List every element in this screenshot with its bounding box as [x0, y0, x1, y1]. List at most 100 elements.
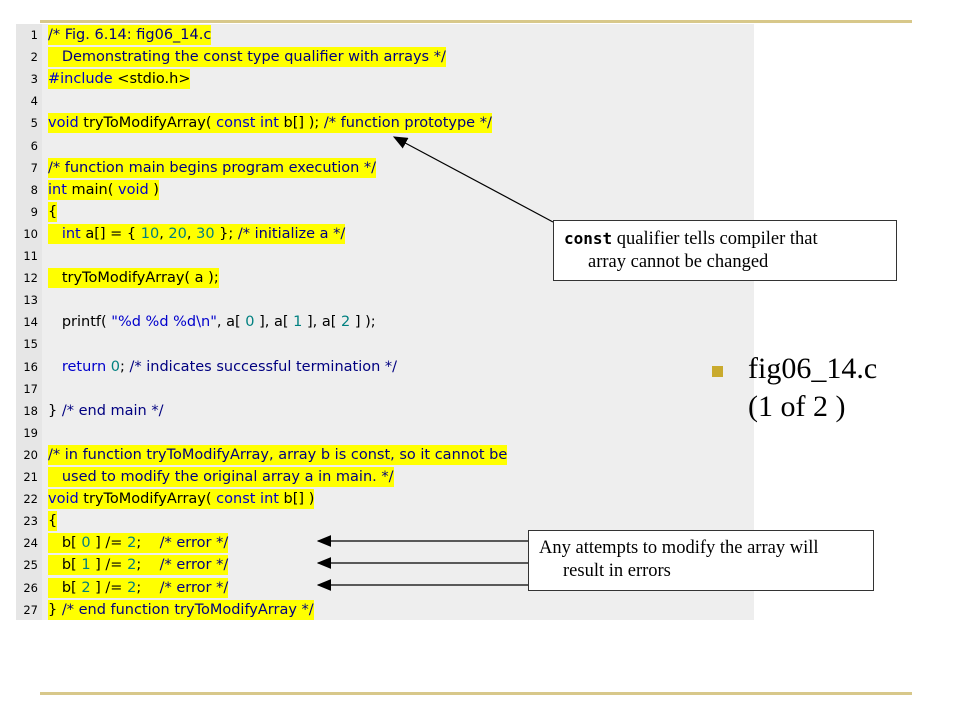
code-token: b[	[48, 579, 82, 596]
code-token: 0	[110, 358, 121, 375]
code-token: b[] )	[278, 491, 315, 508]
code-token: ] /=	[90, 579, 128, 596]
line-number: 26	[23, 580, 38, 595]
code-token: ;	[136, 535, 160, 552]
code-token: )	[148, 181, 159, 198]
page-indicator: (1 of 2 )	[748, 390, 846, 423]
code-token: 20	[168, 225, 187, 242]
code-token: {	[48, 513, 58, 530]
code-line: 10 int a[] = { 10, 20, 30 }; /* initiali…	[16, 223, 754, 245]
code-token: ;	[136, 557, 160, 574]
code-token: /* in function tryToModifyArray, array b…	[48, 446, 508, 463]
line-number: 18	[23, 403, 38, 418]
line-number: 23	[23, 514, 38, 529]
code-text: } /* end main */	[48, 401, 164, 421]
callout-const-text-1: qualifier tells compiler that	[612, 229, 818, 249]
code-line: 24 b[ 0 ] /= 2; /* error */	[16, 532, 754, 554]
code-line: 5 void tryToModifyArray( const int b[] );…	[16, 112, 754, 134]
code-token: ], a[	[254, 314, 294, 331]
code-token: printf(	[48, 314, 112, 331]
code-line: 27} /* end function tryToModifyArray */	[16, 599, 754, 621]
code-token: 30	[196, 225, 215, 242]
code-token: ] /=	[90, 557, 128, 574]
code-text: Demonstrating the const type qualifier w…	[48, 47, 446, 68]
code-token: main(	[66, 181, 119, 198]
code-text: b[ 0 ] /= 2; /* error */	[48, 533, 229, 554]
code-line: 17	[16, 378, 754, 400]
code-token: ] /=	[90, 535, 128, 552]
code-token: tryToModifyArray(	[78, 491, 217, 508]
code-token: 10	[140, 225, 160, 242]
line-number: 15	[23, 337, 38, 352]
code-token: tryToModifyArray( a );	[48, 270, 219, 287]
top-rule	[40, 20, 912, 23]
code-line: 13	[16, 289, 754, 311]
code-text: b[ 1 ] /= 2; /* error */	[48, 555, 229, 576]
code-token: int	[61, 225, 81, 242]
square-bullet-icon	[712, 366, 723, 377]
line-number: 20	[23, 447, 38, 462]
line-number: 11	[23, 249, 38, 263]
code-line: 6	[16, 135, 754, 157]
code-text: return 0; /* indicates successful termin…	[48, 357, 397, 377]
code-token: };	[214, 225, 238, 242]
code-token: /* end main */	[61, 402, 164, 419]
code-token	[48, 226, 62, 242]
code-token: /* error */	[159, 579, 229, 596]
line-number: 5	[30, 116, 38, 131]
code-token: 1	[293, 314, 303, 331]
code-token: return	[61, 358, 107, 375]
line-number: 19	[23, 425, 38, 440]
code-text: /* function main begins program executio…	[48, 157, 377, 178]
code-token: void	[48, 115, 79, 132]
callout-errors-text-2: result in errors	[563, 561, 671, 581]
code-token: "%d %d %d\n"	[111, 314, 217, 331]
code-token: /* initialize a */	[237, 225, 346, 242]
code-token: int	[48, 181, 67, 198]
code-listing: 1 /* Fig. 6.14: fig06_14.c 2 Demonstrating…	[16, 24, 754, 620]
line-number: 12	[23, 271, 38, 286]
code-text: } /* end function tryToModifyArray */	[48, 599, 314, 620]
code-text: /* in function tryToModifyArray, array b…	[48, 444, 508, 465]
code-line: 4	[16, 90, 754, 112]
code-text: tryToModifyArray( a );	[48, 268, 219, 289]
code-text: used to modify the original array a in m…	[48, 467, 394, 487]
code-text: printf( "%d %d %d\n", a[ 0 ], a[ 1 ], a[…	[48, 312, 376, 332]
line-number: 4	[30, 94, 38, 109]
line-number: 3	[30, 72, 38, 87]
code-token: <stdio.h>	[117, 71, 191, 88]
callout-modify-errors: Any attempts to modify the array will re…	[528, 530, 874, 591]
code-text: /* Fig. 6.14: fig06_14.c	[48, 25, 212, 45]
line-number: 24	[23, 536, 38, 551]
code-line: 1 /* Fig. 6.14: fig06_14.c	[16, 24, 754, 46]
code-text: {	[48, 511, 58, 532]
line-number: 25	[23, 558, 38, 573]
code-line: 2 Demonstrating the const type qualifier…	[16, 46, 754, 68]
code-token: {	[48, 203, 58, 220]
code-token: , a[	[216, 314, 246, 331]
code-line: 7/* function main begins program executi…	[16, 157, 754, 179]
code-token: 2	[127, 557, 137, 574]
code-token: ;	[120, 358, 130, 375]
code-token: b[	[48, 535, 82, 552]
code-line: 16 return 0; /* indicates successful ter…	[16, 356, 754, 378]
code-token: /* Fig. 6.14: fig06_14.c	[48, 27, 212, 43]
code-text: b[ 2 ] /= 2; /* error */	[48, 577, 229, 598]
line-number: 1	[30, 28, 38, 42]
code-line: 25 b[ 1 ] /= 2; /* error */	[16, 554, 754, 576]
line-number: 2	[30, 50, 38, 65]
code-line: 12 tryToModifyArray( a );	[16, 267, 754, 289]
code-token: /* error */	[159, 535, 229, 552]
code-token: 0	[245, 314, 255, 331]
code-token: Demonstrating the const type qualifier w…	[48, 49, 446, 66]
code-token: }	[48, 402, 62, 419]
callout-errors-text-1: Any attempts to modify the array will	[539, 538, 819, 558]
code-token: ] );	[350, 314, 376, 331]
code-token: ,	[159, 225, 169, 242]
bottom-rule	[40, 692, 912, 695]
code-text: void tryToModifyArray( const int b[] ); …	[48, 113, 492, 134]
line-number: 21	[23, 470, 38, 484]
code-line: 19	[16, 422, 754, 444]
